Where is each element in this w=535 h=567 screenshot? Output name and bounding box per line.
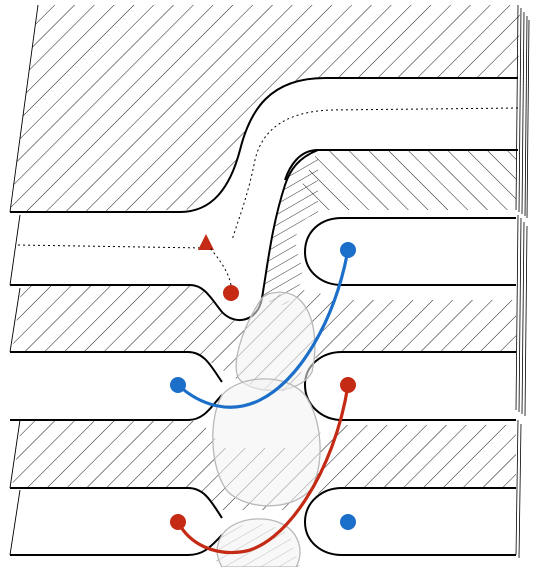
curves [176, 248, 350, 555]
connecting-blobs [212, 291, 321, 567]
layer-4-outline-left-2 [10, 487, 223, 519]
red-triangle [198, 234, 214, 250]
layer-5-left-edge [9, 489, 21, 556]
layer-5-outline [10, 534, 223, 556]
layer-1-dotted-path [231, 107, 519, 241]
layer-1 [9, 4, 520, 241]
layer-1-left-edge [9, 4, 39, 213]
layer-3-outline [10, 351, 223, 383]
blue-dot-top-right [340, 242, 356, 258]
blue-curve [176, 248, 350, 409]
layer-2-left-edge [9, 214, 21, 286]
dotted-link [209, 247, 232, 286]
red-dot-bottom-left [170, 514, 186, 530]
layer-2-channel-top [17, 244, 206, 249]
layer-2-center-hatch [262, 150, 318, 306]
layer-1-channel-top [10, 77, 518, 213]
markers [170, 234, 356, 530]
red-curve [176, 383, 350, 555]
red-dot-upper [223, 285, 239, 301]
blob-upper [235, 291, 316, 391]
layer-4-left-edge [9, 419, 21, 489]
layer-4-outline-left [10, 394, 223, 421]
layer-3-left-edge [9, 287, 21, 353]
layer-3-outline-right [303, 351, 516, 421]
layer-1-hatch [10, 5, 520, 212]
right-edge-lines [515, 4, 530, 559]
blue-dot-left [170, 377, 186, 393]
blob-lower [216, 518, 301, 567]
blue-dot-bottom-right [340, 514, 356, 530]
layer-1-hatch-right [300, 150, 516, 210]
layer-2-outline-right [303, 217, 516, 286]
layer-4-outline-right [303, 487, 516, 556]
red-dot-right [340, 377, 356, 393]
